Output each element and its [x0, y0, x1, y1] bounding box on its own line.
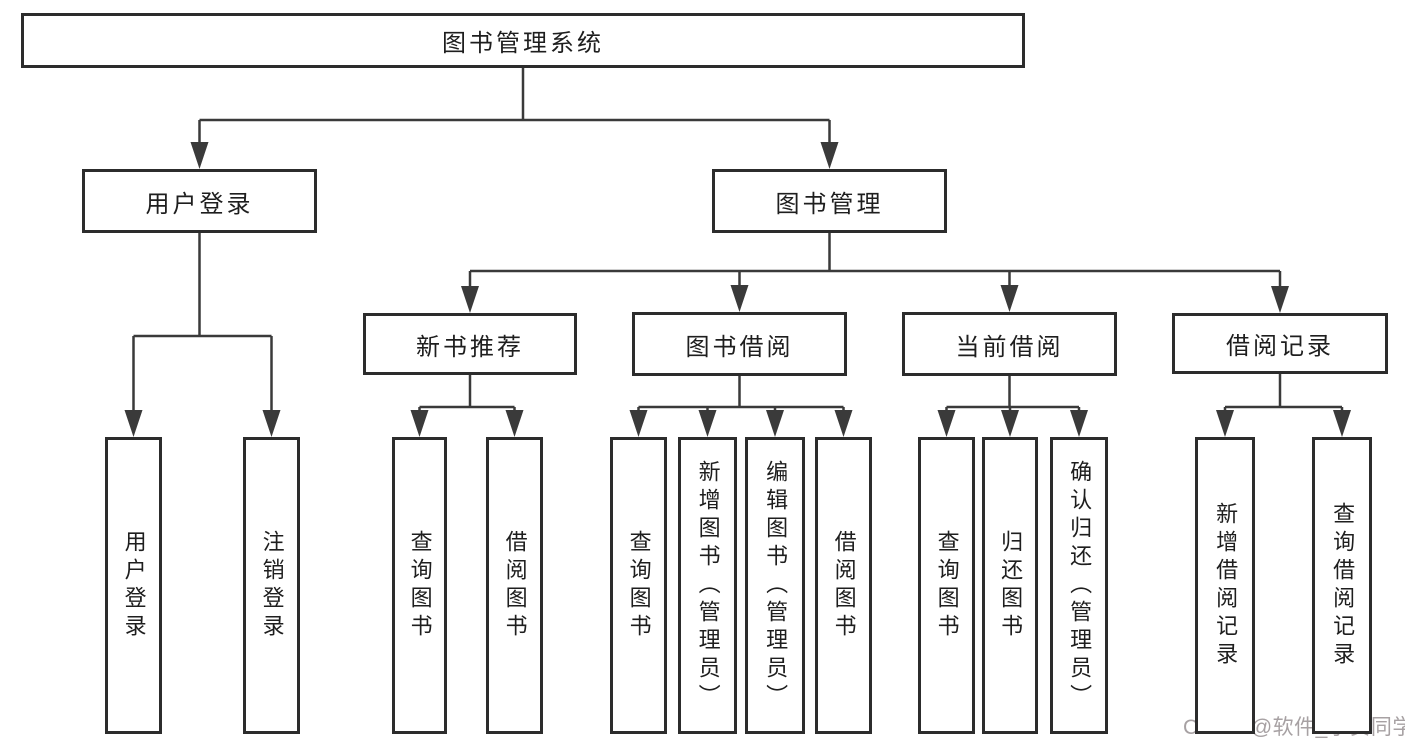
node-label: 借阅记录	[1226, 333, 1334, 360]
arrowhead-down-icon	[505, 410, 524, 437]
node-v-query-borrow-record: 查询借阅记录	[1312, 437, 1372, 734]
node-v-borrow-books-new: 借阅图书	[486, 437, 543, 734]
arrowhead-down-icon	[766, 410, 784, 437]
arrowhead-down-icon	[1216, 410, 1234, 437]
node-v-edit-book-admin: 编辑图书（管理员）	[745, 437, 805, 734]
node-v-add-book-admin: 新增图书（管理员）	[678, 437, 737, 734]
arrowhead-down-icon	[820, 142, 839, 169]
node-label: 新增借阅记录	[1213, 501, 1239, 670]
node-v-query-books-new: 查询图书	[392, 437, 447, 734]
node-label: 编辑图书（管理员）	[763, 459, 789, 712]
node-label: 用户登录	[145, 190, 254, 218]
arrowhead-down-icon	[1333, 410, 1351, 437]
node-label: 用户登录	[121, 529, 147, 642]
node-v-borrow-books-2: 借阅图书	[815, 437, 872, 734]
node-label: 借阅图书	[831, 529, 857, 642]
arrowhead-down-icon	[1271, 286, 1289, 313]
connector-line	[418, 375, 516, 414]
connector-line	[945, 376, 1081, 414]
node-label: 新书推荐	[416, 333, 524, 361]
node-v-logout: 注销登录	[243, 437, 300, 734]
arrowhead-down-icon	[190, 142, 209, 169]
node-v-confirm-return-admin: 确认归还（管理员）	[1050, 437, 1108, 734]
node-label: 图书管理系统	[442, 30, 604, 57]
node-user-login: 用户登录	[82, 169, 317, 233]
node-root: 图书管理系统	[21, 13, 1025, 68]
node-v-query-books-current: 查询图书	[918, 437, 975, 734]
arrowhead-down-icon	[262, 410, 281, 437]
node-label: 注销登录	[259, 529, 285, 642]
arrowhead-down-icon	[461, 286, 479, 313]
node-label: 借阅图书	[502, 529, 528, 642]
node-new-book-recommend: 新书推荐	[363, 313, 577, 375]
node-label: 归还图书	[998, 529, 1024, 642]
connector-line	[637, 376, 845, 414]
node-label: 查询图书	[407, 529, 433, 642]
connector-line	[198, 68, 831, 146]
node-v-user-login: 用户登录	[105, 437, 162, 734]
node-label: 图书借阅	[685, 333, 794, 361]
arrowhead-down-icon	[1001, 410, 1019, 437]
connector-line	[1223, 374, 1344, 414]
connector-line	[132, 233, 273, 414]
arrowhead-down-icon	[1000, 285, 1019, 312]
node-label: 当前借阅	[955, 333, 1064, 361]
arrowhead-down-icon	[834, 410, 853, 437]
arrowhead-down-icon	[937, 410, 956, 437]
arrowhead-down-icon	[629, 410, 648, 437]
arrowhead-down-icon	[698, 410, 717, 437]
node-label: 查询图书	[934, 529, 960, 642]
arrowhead-down-icon	[410, 410, 429, 437]
node-current-borrowing: 当前借阅	[902, 312, 1117, 376]
node-borrowing-records: 借阅记录	[1172, 313, 1388, 374]
arrowhead-down-icon	[124, 410, 143, 437]
node-book-borrowing: 图书借阅	[632, 312, 847, 376]
arrowhead-down-icon	[1070, 410, 1088, 437]
node-label: 查询图书	[626, 529, 652, 642]
node-label: 查询借阅记录	[1330, 501, 1356, 670]
arrowhead-down-icon	[730, 285, 749, 312]
node-v-return-book: 归还图书	[982, 437, 1038, 734]
node-label: 新增图书（管理员）	[695, 459, 721, 712]
node-v-query-books-borrow: 查询图书	[610, 437, 667, 734]
connector-line	[468, 233, 1282, 290]
node-label: 图书管理	[775, 190, 884, 218]
node-label: 确认归还（管理员）	[1067, 459, 1093, 712]
node-book-management: 图书管理	[712, 169, 947, 233]
node-v-add-borrow-record: 新增借阅记录	[1195, 437, 1255, 734]
